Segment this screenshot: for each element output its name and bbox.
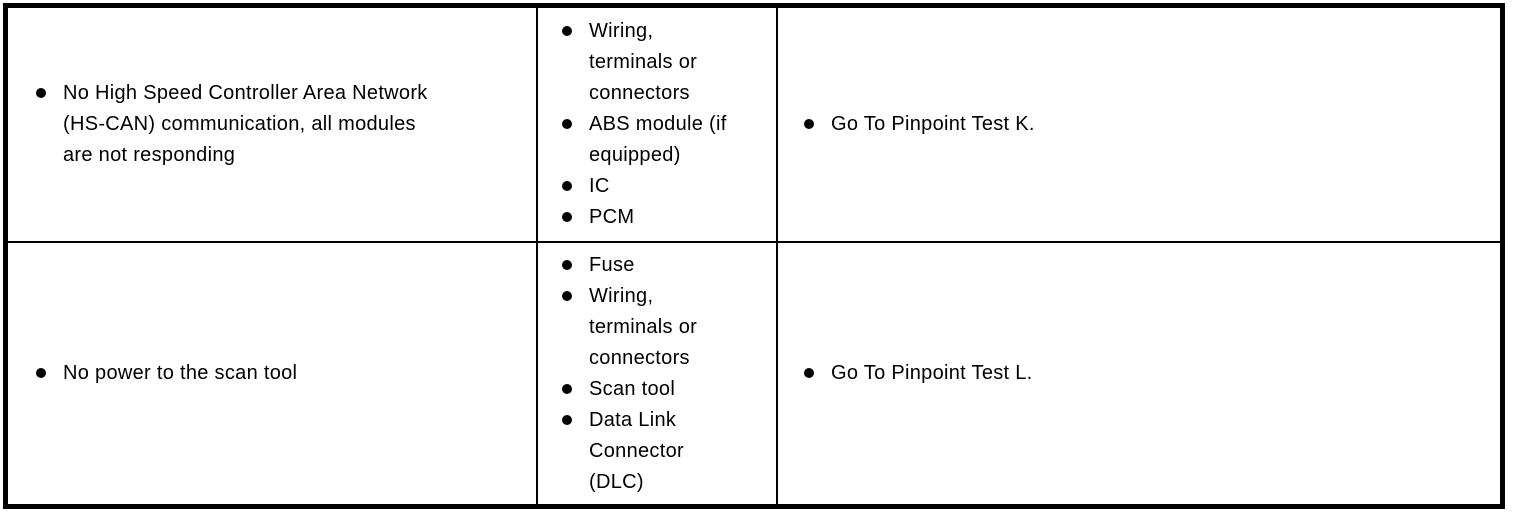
bullet-item: No power to the scan tool xyxy=(36,358,297,389)
bullet-item: PCM xyxy=(562,202,727,233)
bullet-item: IC xyxy=(562,171,727,202)
bullet-item-text: Go To Pinpoint Test K. xyxy=(831,113,1035,135)
bullet-icon xyxy=(562,26,572,36)
bullet-item-text: No High Speed Controller Area Network(HS… xyxy=(63,82,428,166)
bullet-item-text: PCM xyxy=(589,206,635,228)
bullet-icon xyxy=(804,119,814,129)
bullet-item-text: IC xyxy=(589,175,610,197)
bullet-icon xyxy=(562,259,572,270)
bullet-icon xyxy=(804,368,814,378)
bullet-item: Go To Pinpoint Test K. xyxy=(804,109,1035,140)
bullet-item: Scan tool xyxy=(562,374,697,405)
condition-cell-row-2: No power to the scan tool xyxy=(8,243,538,504)
condition-list: No High Speed Controller Area Network(HS… xyxy=(36,78,428,171)
bullet-icon xyxy=(562,290,572,301)
bullet-icon xyxy=(562,119,572,129)
bullet-icon xyxy=(562,181,572,191)
bullet-icon xyxy=(562,383,572,394)
bullet-item-text: Go To Pinpoint Test L. xyxy=(831,362,1033,384)
bullet-icon xyxy=(36,368,46,378)
bullet-item: Fuse xyxy=(562,250,697,281)
bullet-item: No High Speed Controller Area Network(HS… xyxy=(36,78,428,171)
bullet-item-text: Fuse xyxy=(589,253,635,276)
condition-list: No power to the scan tool xyxy=(36,358,297,389)
bullet-item-text: Scan tool xyxy=(589,377,676,400)
diagnostic-symptom-table: No High Speed Controller Area Network(HS… xyxy=(3,3,1505,509)
bullet-item: Go To Pinpoint Test L. xyxy=(804,358,1033,389)
bullet-icon xyxy=(36,88,46,98)
action-cell-row-2: Go To Pinpoint Test L. xyxy=(778,243,1500,504)
bullet-icon xyxy=(562,414,572,425)
action-list: Go To Pinpoint Test K. xyxy=(804,109,1035,140)
action-cell-row-1: Go To Pinpoint Test K. xyxy=(778,8,1500,243)
bullet-icon xyxy=(562,212,572,222)
action-list: Go To Pinpoint Test L. xyxy=(804,358,1033,389)
bullet-item-text: No power to the scan tool xyxy=(63,362,298,384)
condition-cell-row-1: No High Speed Controller Area Network(HS… xyxy=(8,8,538,243)
